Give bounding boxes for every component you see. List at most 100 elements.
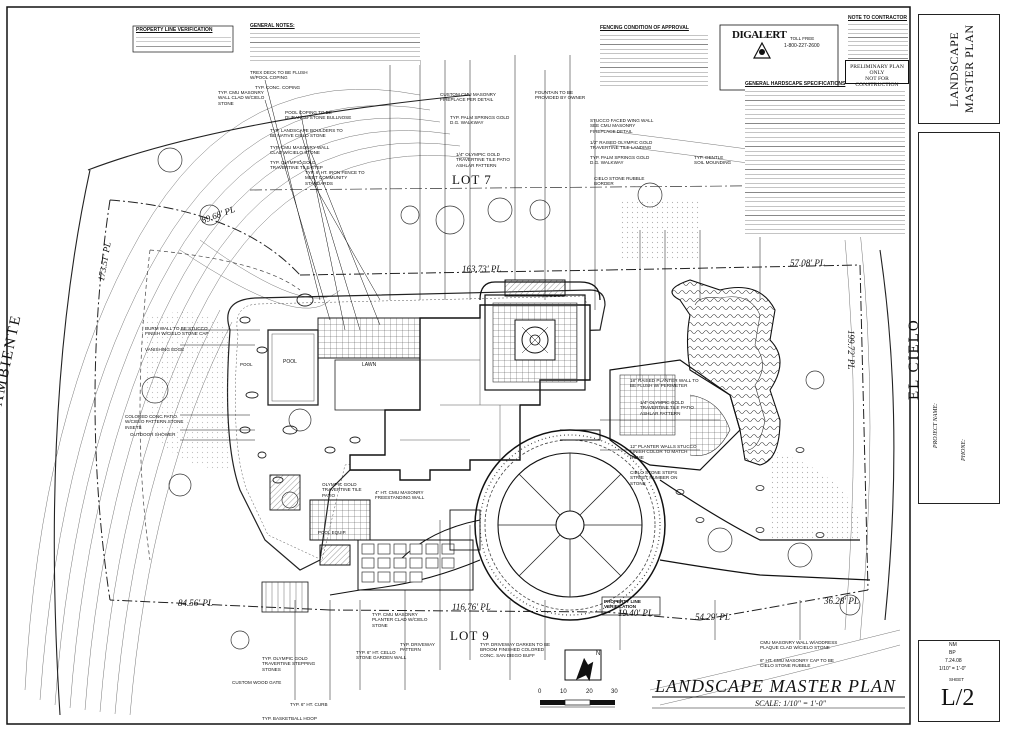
property-verification-title: PROPERTY LINE VERIFICATION	[136, 27, 213, 33]
title-block-info: NM BP 7.24.08 1/10" = 1'-0" SHEET L/2	[918, 640, 1000, 722]
callout: TYP. 6' HT. IRON FENCE TO MEET COMMUNITY…	[305, 170, 365, 186]
phone-label: PHONE:	[961, 439, 967, 461]
callout: TYP. DRIVEWAY PATTERN	[400, 642, 435, 653]
title-block-project: PROJECT NAME: PHONE:	[918, 132, 1000, 504]
callout: OUTDOOR SHOWER	[130, 432, 176, 437]
pool-outline	[267, 329, 319, 406]
pl-dimension: 57.08' PL	[790, 258, 825, 268]
callout: CUSTOM WOOD GATE	[232, 680, 282, 685]
label-pool-equip: POOL EQUIP.	[318, 530, 347, 535]
pl-dimension: 84.56' PL	[178, 598, 213, 608]
callout: PROPERTY LINE VERIFICATION	[604, 599, 641, 610]
callout: TYP. 6" HT. CURB	[290, 702, 328, 707]
callout: TYP. OLYMPIC GOLD TRAVERTINE STEPPING ST…	[262, 656, 316, 672]
project-name-label: PROJECT NAME:	[933, 403, 939, 449]
drawn-by: NM	[949, 642, 957, 648]
pl-dimension: 54.29' PL	[695, 612, 730, 622]
callout: TYP. GENTLE SOIL MOUNDING	[694, 155, 732, 166]
callout: 1/4" OLYMPIC GOLD TRAVERTINE TILE PATIO …	[456, 152, 510, 168]
stone-border	[671, 279, 781, 466]
callout: TREX DECK TO BE FLUSH W/POOL COPING	[250, 70, 308, 81]
label-pool: POOL	[283, 359, 297, 365]
trees	[141, 147, 861, 650]
scale-label: 30	[611, 689, 618, 695]
digalert-toll-free: TOLL FREE	[790, 36, 815, 41]
callout: 18" RAISED PLANTER WALL TO BE FLUSH W/ P…	[630, 378, 699, 389]
callout: CIELO STONE STEPS STREET NUMBER ON STONE	[630, 470, 678, 486]
digalert-mark	[753, 41, 771, 59]
callout: 1/2" RAISED OLYMPIC GOLD TRAVERTINE TILE…	[590, 140, 653, 151]
callout: TYP. 6" HT. CELLO STONE GARDEN WALL	[356, 650, 407, 661]
callout: TYP. OLYMPIC GOLD TRAVERTINE TILE STEP	[270, 160, 323, 171]
contractor-note: NOTE TO CONTRACTOR	[848, 15, 908, 62]
callout: TYP. BASKETBALL HOOP	[262, 716, 317, 721]
general-notes: GENERAL NOTES:	[250, 23, 420, 66]
callout: CIELO STONE RUBBLE BORDER	[594, 176, 645, 187]
fencing-title: FENCING CONDITION OF APPROVAL	[600, 25, 689, 31]
digalert-phone: 1-800-227-2600	[784, 43, 820, 49]
callout: OLYMPIC GOLD TRAVERTINE TILE PATIO	[322, 482, 362, 498]
fencing-note: FENCING CONDITION OF APPROVAL	[600, 25, 708, 90]
callout: TYP. PALM SPRINGS GOLD D.G. WALKWAY	[450, 115, 510, 126]
main-title-scale: SCALE: 1/10" = 1'-0"	[755, 699, 826, 708]
callout: FOUNTAIN TO BE PROVIDED BY OWNER	[535, 90, 586, 101]
title-block-sheet-name: LANDSCAPE MASTER PLAN	[918, 14, 1000, 124]
property-verification-note: PROPERTY LINE VERIFICATION	[136, 27, 231, 52]
lot-label-main: LOT 7	[452, 172, 492, 187]
callout: 6" HT. CMU MASONRY CAP TO BE CIELO STONE…	[760, 658, 834, 669]
label-lawn: LAWN	[362, 362, 377, 368]
sheet-title: LANDSCAPE MASTER PLAN	[947, 24, 976, 114]
lot-label-bottom: LOT 9	[450, 628, 490, 643]
general-notes-title: GENERAL NOTES:	[250, 23, 295, 29]
callout: TYP. CONC. COPING	[255, 85, 301, 90]
label-pool-left: POOL	[240, 362, 253, 367]
pl-dimension: 199.72' PL	[846, 330, 856, 370]
motor-court	[474, 429, 666, 621]
setback-line	[139, 249, 301, 561]
north-label: N	[596, 651, 601, 657]
callout: 4" HT. CMU MASONRY FREESTANDING WALL	[375, 490, 425, 501]
callout: COLORED CONC PATIO W/CIELO PATTERN STONE…	[125, 414, 184, 430]
scale-label: 10	[560, 689, 567, 695]
sheet-label: SHEET	[949, 677, 965, 682]
callout: POOL COPING TO BE DURANGO STONE BULLNOSE	[285, 110, 352, 121]
main-title: LANDSCAPE MASTER PLAN	[655, 676, 896, 696]
preliminary-line-2: NOT FOR CONSTRUCTION	[855, 76, 899, 88]
callout: CMU MASONRY WALL W/ADDRESS PLAQUE CLAD W…	[760, 640, 838, 651]
scale-label: 20	[586, 689, 593, 695]
note-to-contractor: NOTE TO CONTRACTOR	[848, 15, 907, 21]
hardscape-spec: GENERAL HARDSCAPE SPECIFICATIONS	[745, 81, 905, 238]
drawing-scale: 1/10" = 1'-0"	[939, 666, 967, 672]
drawing-date: 7.24.08	[945, 658, 962, 664]
callout: 1/4" OLYMPIC GOLD TRAVERTINE TILE PATIO …	[640, 400, 694, 416]
callout: 12" PLANTER WALLS STUCCO FINISH COLOR TO…	[630, 444, 697, 460]
sheet-number: L/2	[941, 685, 975, 711]
callout: TYP. CMU MASONRY WALL CLAD W/CIELO STONE	[218, 90, 265, 106]
preliminary-line-1: PRELIMINARY PLAN ONLY	[850, 64, 904, 76]
scale-bar	[540, 699, 615, 708]
hardscape-spec-title: GENERAL HARDSCAPE SPECIFICATIONS	[745, 81, 846, 87]
callout: TYP. CMU MASONRY PLANTER CLAD W/CIELO ST…	[372, 612, 428, 628]
pl-dimension: 36.28' PL	[824, 596, 859, 606]
pl-dimension: 19.40' PL	[618, 608, 653, 618]
preliminary-box: PRELIMINARY PLAN ONLY NOT FOR CONSTRUCTI…	[845, 60, 909, 88]
pl-dimension: 163.73' PL	[462, 264, 502, 274]
callout: STUCCO FACED WING WALL SEE CMU MASONRY F…	[590, 118, 654, 134]
road-edges	[53, 94, 895, 716]
leader-lines	[180, 55, 801, 700]
callout: TYP. CMU MASONRY WALL CLAD W/CIELO STONE	[270, 145, 330, 156]
callout: VANISHING EDGE	[145, 347, 185, 352]
callout: TYP. LANDSCAPE BOULDERS TO BE NATIVE CIE…	[270, 128, 343, 139]
property-line	[94, 199, 869, 621]
callout: BURM WALL TO BE STUCCO FINISH W/CIELO ST…	[145, 326, 209, 337]
scale-label: 0	[538, 689, 542, 695]
checked-by: BP	[949, 650, 956, 656]
digalert-logo: DIGALERT	[732, 29, 787, 41]
callout: CUSTOM CMU MASONRY FIREPLACE PER DETAIL	[440, 92, 496, 103]
callout: TYP. DRIVEWAY DARKEN TO BE BROOM FINISHE…	[480, 642, 551, 658]
callout: TYP. PALM SPRINGS GOLD D.G. WALKWAY	[590, 155, 650, 166]
sheet-border	[6, 6, 911, 725]
pl-dimension: 116.76' PL	[452, 602, 491, 612]
